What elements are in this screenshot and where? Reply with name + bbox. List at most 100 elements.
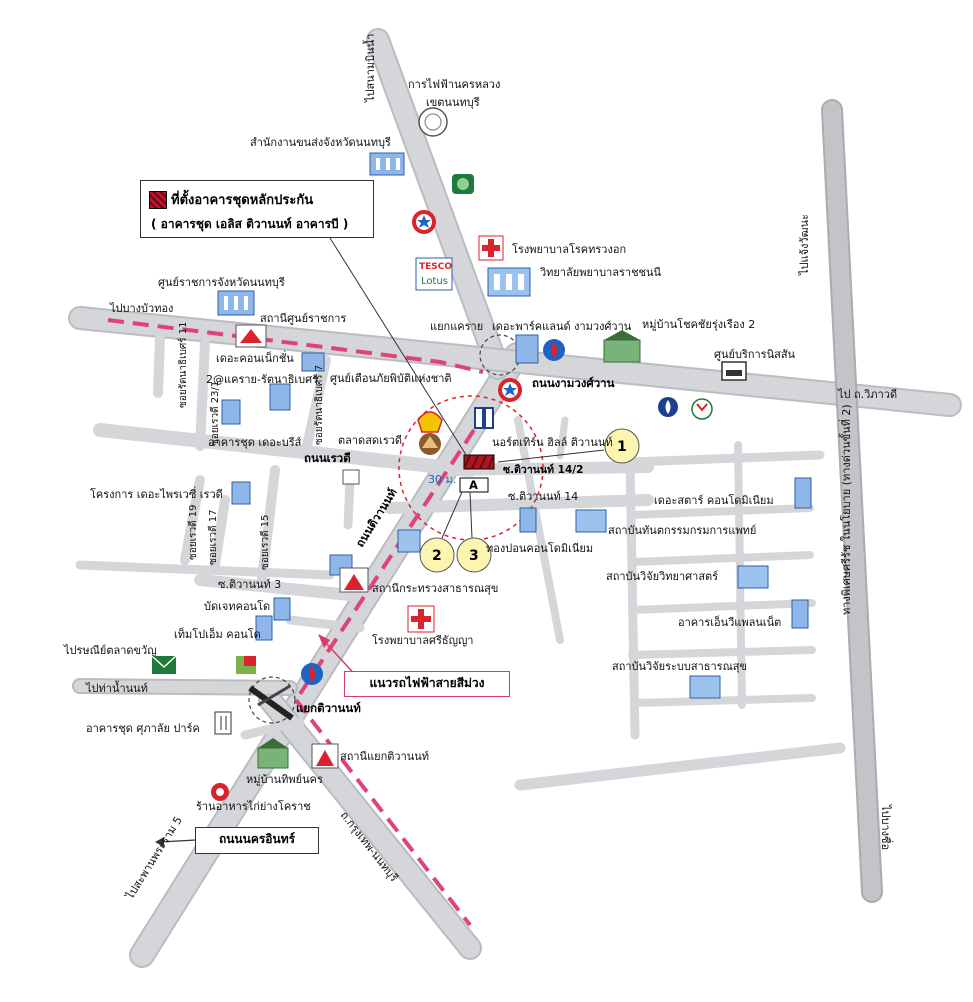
hospital-cross-2-icon	[407, 605, 435, 633]
supalai-icon	[214, 711, 232, 735]
purple-line-label: แนวรถไฟฟ้าสายสีม่วง	[344, 671, 510, 697]
legend-pointer	[329, 237, 469, 459]
label-korat-chicken: ร้านอาหารไก่ย่างโคราช	[196, 799, 311, 813]
gov-station-train-icon	[235, 324, 267, 348]
post-office-icon	[151, 655, 177, 674]
label-health-ministry-station: สถานีกระทรวงสาธารณสุข	[372, 582, 498, 595]
marker-1: 1	[497, 428, 640, 464]
ptt-icon	[543, 339, 565, 361]
soi-label-rewadi-19: ซอยเรวดี 19	[187, 505, 199, 560]
soi-label-tiwanon-14: ซ.ติวานนท์ 14	[508, 490, 578, 503]
label-connect-2: 2@แคราย-รัตนาธิเบศร์	[206, 373, 318, 386]
label-disaster-center: ศูนย์เตือนภัยพิบัติแห่งชาติ	[330, 372, 452, 385]
label-dental-institute: สถาบันทันตกรรมกรมการแพทย์	[608, 524, 756, 537]
label-green-planet: อาคารเอ็นวีแพลนเน็ต	[678, 615, 781, 629]
marker-3-label: 3	[469, 548, 479, 564]
soi-label-rewadi-23-1: ซอยเรวดี 23/1	[209, 381, 221, 446]
chokchai-village-icon	[603, 330, 641, 363]
connect-building-icon	[269, 383, 291, 411]
legend-subtitle: ( อาคารชุด เอลิส ติวานนท์ อาคารบี )	[151, 217, 349, 231]
road-label-expressway: ทางพิเศษศรีรัช ในนโยบาย (ทางด่วนขั้นที่ …	[838, 404, 853, 615]
label-the-breeze: อาคารชุด เดอะบรีส์	[208, 436, 302, 449]
label-supalai: อาคารชุด ศุภาลัย ปาร์ค	[86, 722, 200, 735]
label-tiwanon-junction: แยกติวานนท์	[296, 701, 361, 715]
label-post-office: ไปรษณีย์ตลาดขวัญ	[63, 644, 157, 657]
soi-label-rattanathibet-11: ซอยรัตนาธิเบศร์ 11	[177, 322, 189, 408]
parkland-building-icon	[515, 334, 539, 364]
soi-label-tiwanon-3: ซ.ติวานนท์ 3	[218, 578, 281, 591]
caltex-star-icon	[412, 210, 436, 234]
marker-3: 3	[456, 491, 492, 573]
road-label-airport: ไปสนามบินน้ำ	[362, 34, 377, 103]
nakorn-in-pointer	[155, 837, 197, 847]
label-the-star: เดอะสตาร์ คอนโดมิเนียม	[654, 493, 774, 507]
nakorn-in-label: ถนนนครอินทร์	[195, 827, 319, 854]
tiwanon-junction-bridge-2	[257, 684, 291, 707]
label-srithanya: โรงพยาบาลศรีธัญญา	[372, 633, 474, 647]
label-chokchai: หมู่บ้านโชคชัยรุ่งเรือง 2	[642, 317, 755, 331]
label-gov-center: ศูนย์ราชการจังหวัดนนทบุรี	[158, 276, 285, 289]
road-label-vibhavadi: ไป ถ.วิภาวดี	[837, 388, 897, 401]
caltex-star-2-icon	[498, 378, 522, 402]
label-rewadi-market: ตลาดสดเรวดี	[338, 434, 402, 447]
tempo-building-icon	[255, 615, 273, 641]
label-chest-hospital: โรงพยาบาลโรคทรวงอก	[512, 242, 626, 256]
label-science-institute: สถาบันวิจัยวิทยาศาสตร์	[606, 570, 718, 583]
soi-label-tiwanon-14-2: ซ.ติวานนท์ 14/2	[503, 463, 583, 476]
label-khae-rai: แยกแคราย	[430, 320, 483, 333]
label-tippanakorn: หมู่บ้านทิพย์นคร	[246, 773, 323, 786]
label-tiwanon-station: สถานีแยกติวานนท์	[340, 750, 429, 763]
road-label-ngamwongwan: ถนนงามวงศ์วาน	[532, 376, 615, 390]
gov-center-building-icon	[217, 290, 255, 316]
market-icon	[419, 433, 441, 455]
green-planet-icon	[791, 599, 809, 629]
road-label-tha-nam: ไปท่าน้ำนนท์	[85, 680, 148, 695]
leaf-logo-icon	[452, 174, 474, 194]
label-park-land: เดอะพาร์คแลนด์ งามวงศ์วาน	[492, 320, 632, 333]
label-north-city: นอร์ตเทิร์น ฮิลล์ ติวานนท์	[492, 436, 613, 449]
tiwanon-junction-bridge	[248, 685, 294, 721]
marker-2-label: 2	[432, 548, 442, 564]
label-thongporn: ทองปอนคอนโดมิเนียม	[486, 541, 593, 555]
breeze-building-icon	[221, 399, 241, 425]
road-label-bangbuathong: ไปบางบัวทอง	[109, 302, 173, 315]
marker-2: 2	[419, 491, 463, 573]
label-buddy: บัดเจทคอนโด	[204, 599, 270, 613]
radius-label: 30 ม.	[428, 473, 456, 486]
kbank-icon	[691, 398, 713, 420]
site-swatch-icon	[149, 190, 167, 209]
tesco-lotus-logo: TESCO Lotus	[415, 257, 453, 291]
tippanakorn-village-icon	[257, 738, 289, 769]
thongporn-building-icon	[519, 507, 537, 533]
land-transport-building-icon	[369, 152, 405, 176]
road-label-chaeng-watthana: ไปแจ้งวัฒนะ	[798, 214, 811, 276]
label-privacy-rewadi: โครงการ เดอะไพรเวซี่ เรวดี	[90, 486, 223, 501]
label-electricity-district: เขตนนทบุรี	[426, 96, 480, 109]
nissan-icon	[721, 361, 747, 381]
lotus-text: Lotus	[421, 276, 448, 287]
small-building-icon	[342, 469, 360, 485]
label-the-connect: เดอะคอนเน็กชั่น	[216, 350, 294, 365]
small-icon-a	[397, 529, 421, 553]
soi-label-rattanathibet-7: ซอยรัตนาธิเบศร์ 7	[313, 365, 325, 445]
bangchak-icon	[658, 397, 678, 417]
science-institute-icon	[737, 565, 769, 589]
soi-label-rewadi-15: ซอยเรวดี 15	[259, 515, 271, 570]
electricity-seal-icon	[418, 107, 448, 137]
korat-chicken-icon	[211, 783, 229, 801]
road-label-rewadi: ถนนเรวดี	[304, 451, 351, 465]
road-label-bangsue: ไปบางซื่อ	[879, 804, 894, 850]
privacy-building-icon	[231, 481, 251, 505]
label-land-transport: สำนักงานขนส่งจังหวัดนนทบุรี	[250, 136, 391, 149]
dental-institute-icon	[575, 509, 607, 533]
health-ministry-station-icon	[329, 554, 369, 593]
site-legend: ที่ตั้งอาคารชุดหลักประกัน ( อาคารชุด เอล…	[140, 180, 374, 238]
health-system-icon	[689, 675, 721, 699]
soi-label-rewadi-17: ซอยเรวดี 17	[207, 510, 219, 565]
disaster-center-icon	[301, 352, 325, 372]
purple-line-route	[107, 318, 484, 927]
tiwanon-station-icon	[311, 743, 339, 769]
site-label-box: A	[459, 477, 489, 493]
label-gov-station: สถานีศูนย์ราชการ	[260, 312, 346, 325]
